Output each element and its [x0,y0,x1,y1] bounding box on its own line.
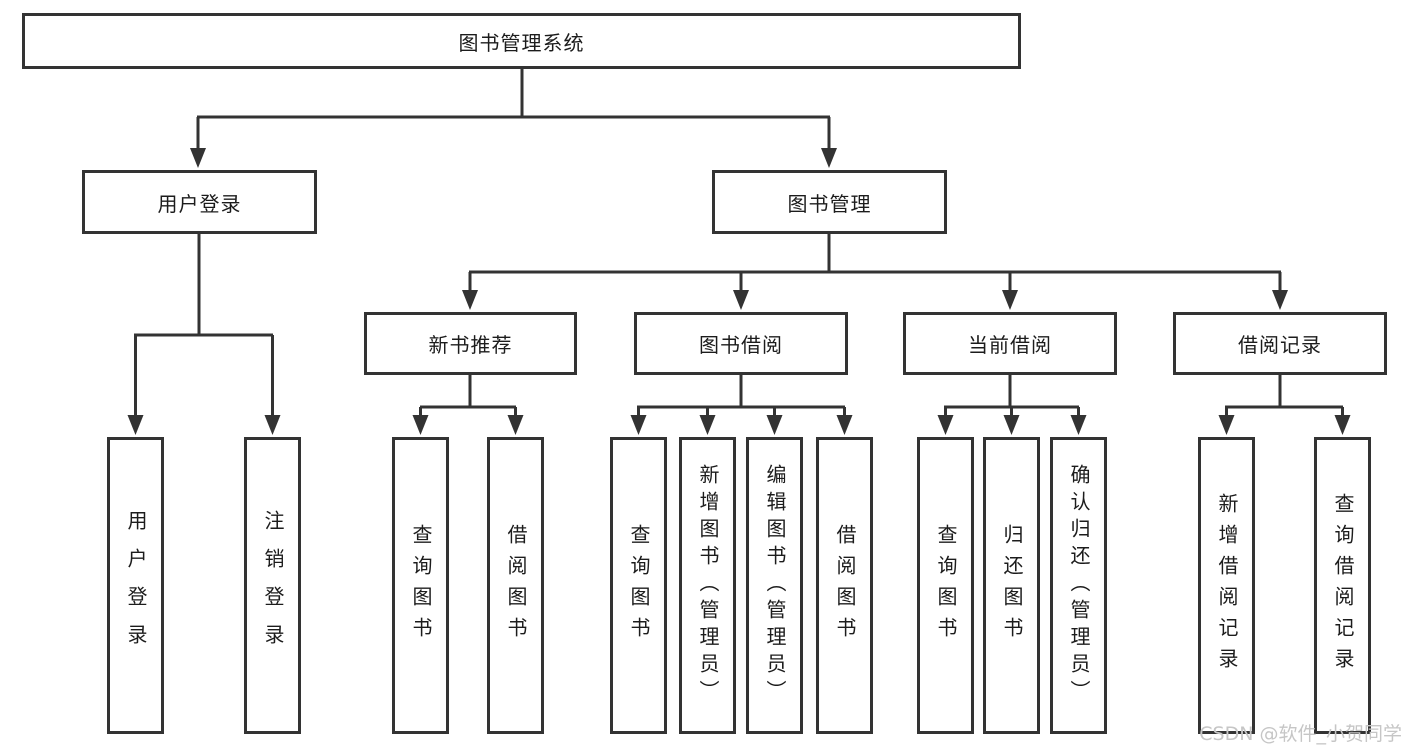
node-borrowing-records: 借阅记录 [1173,312,1387,375]
leaf-add-borrow-record: 新增借阅记录 [1198,437,1255,734]
node-book-management: 图书管理 [712,170,947,234]
leaf-confirm-return-admin: 确认归还（管理员） [1050,437,1107,734]
node-new-book-recommendation: 新书推荐 [364,312,577,375]
leaf-return-books: 归还图书 [983,437,1040,734]
leaf-user-login: 用户登录 [107,437,164,734]
leaf-query-books-current: 查询图书 [917,437,974,734]
leaf-edit-books-admin: 编辑图书（管理员） [746,437,803,734]
node-book-borrowing: 图书借阅 [634,312,848,375]
leaf-borrow-books-borrowing: 借阅图书 [816,437,873,734]
leaf-query-books-borrowing: 查询图书 [610,437,667,734]
node-root: 图书管理系统 [22,13,1021,69]
node-user-login: 用户登录 [82,170,317,234]
leaf-logout: 注销登录 [244,437,301,734]
leaf-borrow-books-recommend: 借阅图书 [487,437,544,734]
leaf-query-books-recommend: 查询图书 [392,437,449,734]
leaf-query-borrow-record: 查询借阅记录 [1314,437,1371,734]
watermark: CSDN @软件_小贺同学 [1199,723,1402,745]
leaf-add-books-admin: 新增图书（管理员） [679,437,736,734]
node-current-borrowing: 当前借阅 [903,312,1117,375]
